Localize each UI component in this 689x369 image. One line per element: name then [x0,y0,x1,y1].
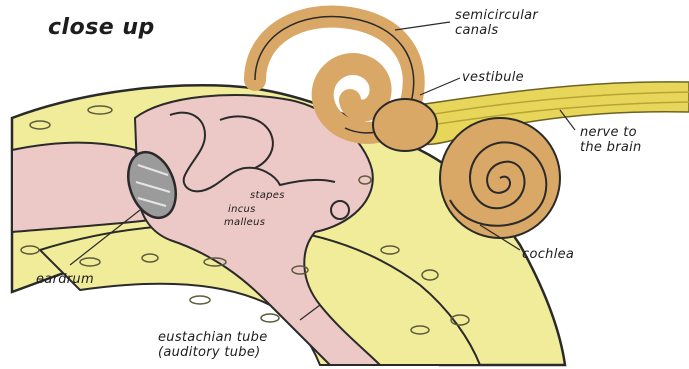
vestibule-shape [373,99,437,151]
label-incus: incus [228,204,256,215]
label-stapes: stapes [250,190,285,201]
label-eustachian-line1: eustachian tube [158,330,268,345]
label-nerve-line1: nerve to [580,125,642,140]
label-malleus: malleus [224,217,265,228]
label-eustachian-line2: (auditory tube) [158,345,268,360]
label-eardrum: eardrum [36,272,94,287]
round-window [331,201,349,219]
label-cochlea: cochlea [522,247,574,262]
label-semicircular: semicircular canals [455,8,538,38]
label-semicircular-line2: canals [455,23,538,38]
diagram-title: close up [48,20,155,35]
label-nerve: nerve to the brain [580,125,642,155]
label-semicircular-line1: semicircular [455,8,538,23]
label-eustachian: eustachian tube (auditory tube) [158,330,268,360]
label-vestibule: vestibule [462,70,524,85]
label-nerve-line2: the brain [580,140,642,155]
